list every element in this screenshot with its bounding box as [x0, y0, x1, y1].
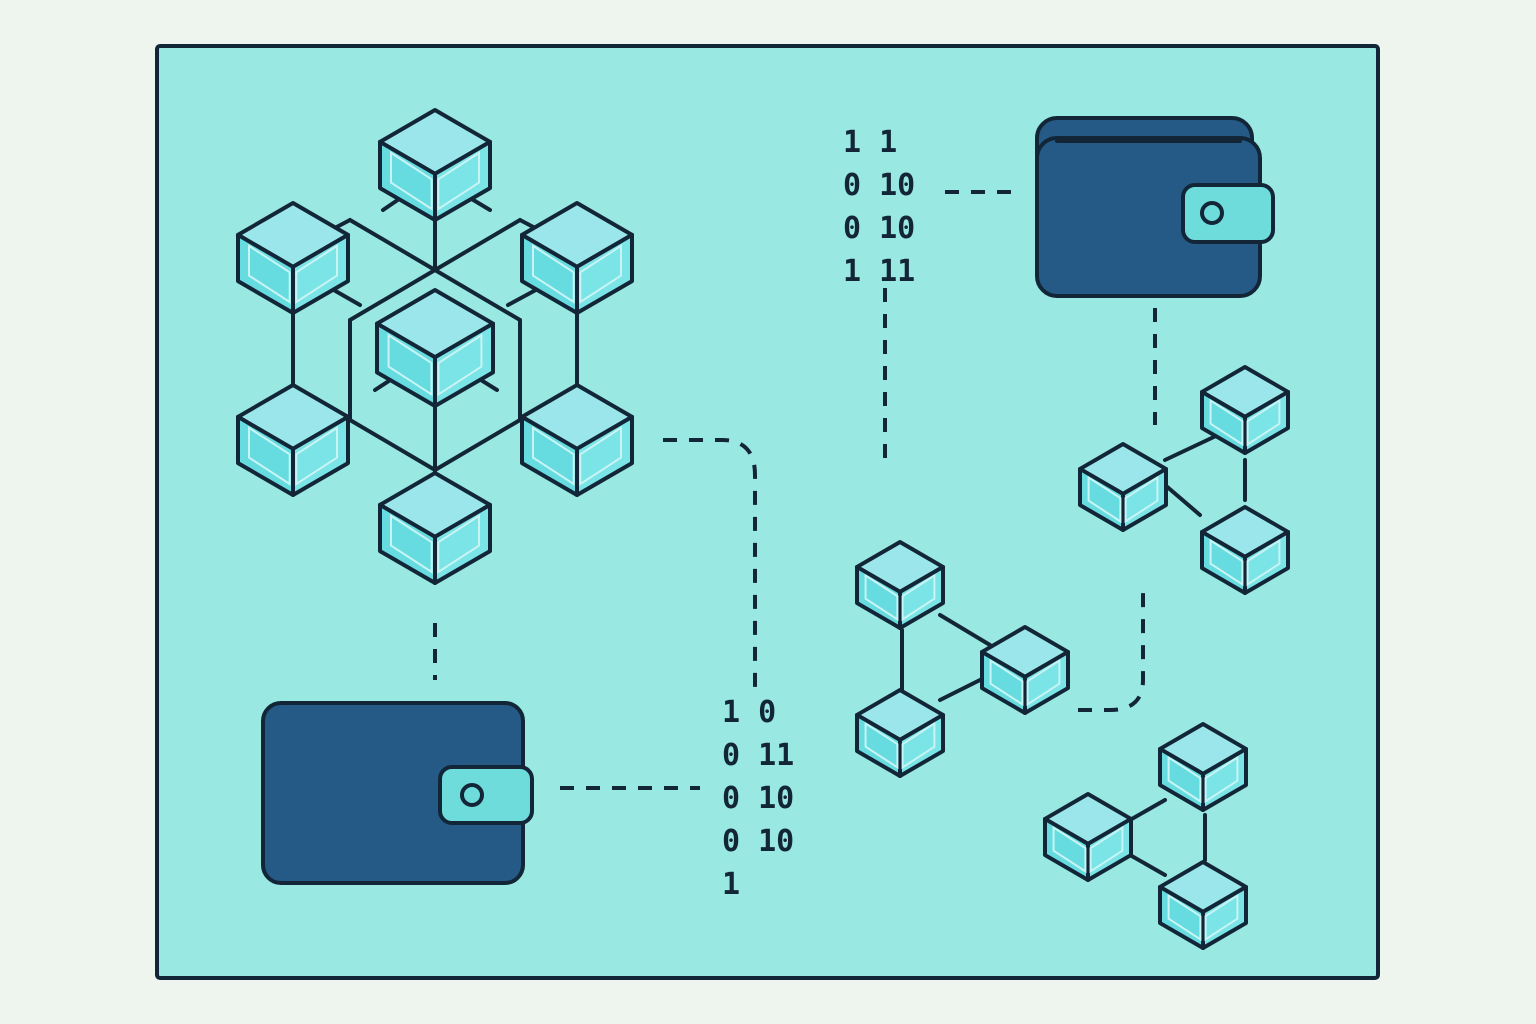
- cube-icon: [1078, 442, 1168, 532]
- binary-row: 1: [722, 867, 740, 902]
- dashed-data-paths: [433, 190, 1157, 790]
- cluster-bottom-edges: [1128, 798, 1207, 877]
- cube-icon: [378, 471, 492, 585]
- binary-row: 1 0: [722, 695, 776, 730]
- binary-row: 0 10: [722, 781, 794, 816]
- cube-layer: [236, 108, 1290, 950]
- wallet-icon: [261, 701, 534, 885]
- cube-icon: [855, 688, 945, 778]
- cube-icon: [1200, 505, 1290, 595]
- wallet-icon: [1035, 116, 1275, 298]
- binary-row: 0 10: [722, 824, 794, 859]
- dash-cluster-link: [1078, 590, 1145, 712]
- cube-icon: [1043, 792, 1133, 882]
- cube-icon: [236, 383, 350, 497]
- cluster-right-edges: [1163, 433, 1247, 517]
- binary-row: 0 10: [843, 211, 915, 246]
- cube-icon: [1200, 365, 1290, 455]
- cube-icon: [1158, 860, 1248, 950]
- binary-row: 0 10: [843, 168, 915, 203]
- cluster-connectors: [323, 193, 547, 392]
- binary-data-icon: 1 1 0 10 0 10 1 11: [843, 125, 915, 289]
- cube-icon: [378, 108, 492, 222]
- cube-icon: [520, 201, 634, 315]
- cube-icon: [855, 540, 945, 630]
- binary-data-icon: 1 0 0 11 0 10 0 10 1: [722, 695, 794, 902]
- cube-icon: [236, 201, 350, 315]
- cube-icon: [375, 288, 495, 408]
- cube-icon: [1158, 722, 1248, 812]
- binary-row: 1 11: [843, 254, 915, 289]
- cube-icon: [980, 625, 1070, 715]
- cube-icon: [520, 383, 634, 497]
- binary-row: 0 11: [722, 738, 794, 773]
- dash-cluster-to-binary: [663, 438, 757, 690]
- binary-row: 1 1: [843, 125, 897, 160]
